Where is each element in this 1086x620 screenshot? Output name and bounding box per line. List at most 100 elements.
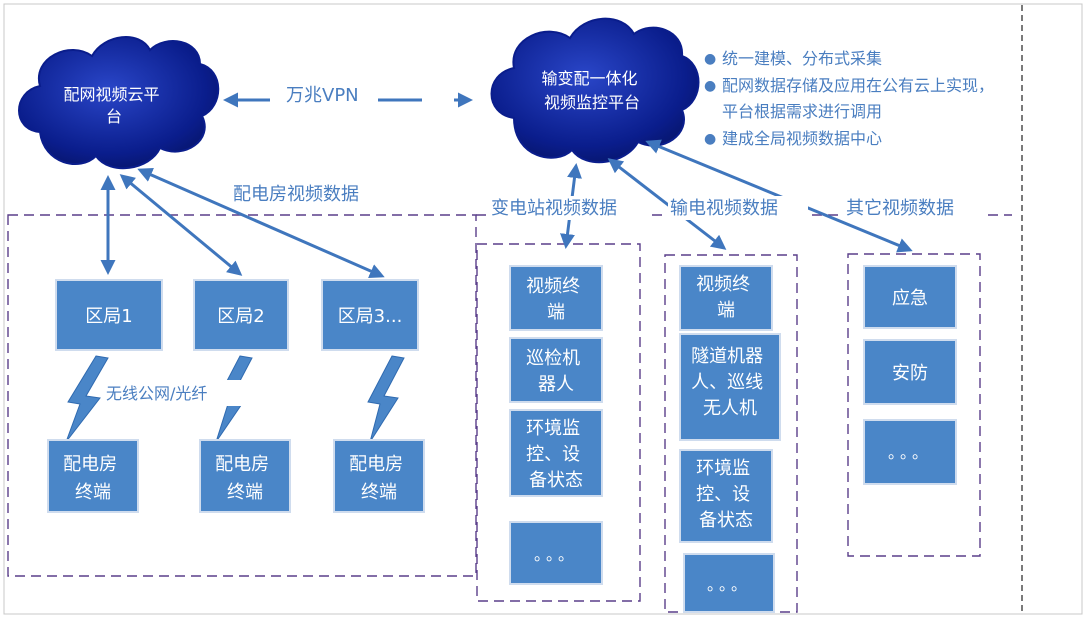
note-1-line-1: 统一建模、分布式采集 [722, 49, 882, 68]
arrow-cloud-district-3 [137, 167, 385, 279]
cloud-right-shape [490, 17, 700, 164]
transmission-box-3-rect [679, 449, 773, 543]
svg-text:配电房 终端: 配电房 终端 [215, 454, 275, 503]
svg-text:环境监 控、设 备状态: 环境监 控、设 备状态 [526, 418, 586, 491]
arrow-cloud-district-2 [119, 174, 243, 276]
transmission-box-2: 隧道机器 人、巡线 无人机 [679, 333, 781, 441]
other-group-border [847, 253, 981, 557]
svg-text:视频终 端: 视频终 端 [696, 274, 756, 321]
substation-box-1-line-2: 端 [547, 302, 565, 323]
svg-text:配电房 终端: 配电房 终端 [63, 454, 123, 503]
transmission-box-2-line-3: 无人机 [703, 398, 757, 419]
substation-box-1-line-1: 视频终 [526, 276, 580, 297]
terminal-1-line-2: 终端 [75, 482, 111, 503]
other-box-2-label: 安防 [892, 363, 928, 384]
district-1: 区局1 [55, 279, 163, 351]
other-box-1-rect [863, 265, 957, 329]
terminal-2-line-1: 配电房 [215, 454, 269, 475]
district-3-box [321, 279, 419, 351]
other-box-1-label: 应急 [892, 288, 928, 309]
substation-box-3-line-3: 备状态 [529, 470, 583, 491]
substation-box-3-line-2: 控、设 [526, 444, 580, 465]
cloud-left: 配网视频云平 台 [18, 36, 220, 170]
transmission-box-1-line-2: 端 [717, 300, 735, 321]
lightning-icon-1 [65, 355, 109, 443]
transmission-box-2-rect [679, 333, 781, 441]
transmission-box-1-rect [679, 265, 773, 331]
svg-text:巡检机 器人: 巡检机 器人 [526, 348, 586, 395]
cloud-right: 输变配一体化 视频监控平台 [490, 17, 700, 164]
other-box-3: 。。。 [863, 419, 957, 485]
transmission-box-3: 环境监 控、设 备状态 [679, 449, 773, 543]
transmission-group-border [664, 254, 798, 613]
substation-box-4-rect [509, 521, 603, 585]
cloud-right-line-1: 输变配一体化 [541, 69, 637, 88]
terminal-3-line-1: 配电房 [349, 454, 403, 475]
substation-box-4-ellipsis: 。。。 [534, 545, 578, 564]
substation-box-3-line-1: 环境监 [526, 418, 580, 439]
substation-box-2-line-1: 巡检机 [526, 348, 580, 369]
terminal-2-line-2: 终端 [227, 482, 263, 503]
substation-box-2-rect [509, 337, 603, 403]
bullet-3: ● [704, 131, 716, 147]
svg-text:视频终 端: 视频终 端 [526, 276, 586, 323]
transmission-box-3-line-2: 控、设 [696, 484, 750, 505]
svg-text:输变配一体化 视频监控平台: 输变配一体化 视频监控平台 [541, 69, 642, 112]
note-2-line-1: 配网数据存储及应用在公有云上实现， [722, 76, 994, 95]
terminal-1-box [47, 439, 139, 513]
substation-box-1: 视频终 端 [509, 265, 603, 331]
vpn-label: 万兆VPN [286, 85, 359, 106]
transmission-box-1-line-1: 视频终 [696, 274, 750, 295]
transmission-box-3-line-3: 备状态 [699, 510, 753, 531]
transmission-box-4-rect [683, 553, 775, 613]
transmission-box-2-line-2: 人、巡线 [691, 372, 763, 393]
substation-box-4: 。。。 [509, 521, 603, 585]
terminal-3-box [333, 439, 425, 513]
terminal-3: 配电房 终端 [333, 439, 425, 513]
outer-frame [3, 3, 1083, 615]
district-2-label: 区局2 [217, 306, 264, 327]
district-3-label: 区局3... [338, 306, 403, 327]
district-1-box [55, 279, 163, 351]
district-3: 区局3... [321, 279, 419, 351]
other-box-3-rect [863, 419, 957, 485]
wireless-label-bg [104, 380, 252, 406]
bullet-1: ● [704, 51, 716, 67]
other-box-2: 安防 [863, 339, 957, 405]
transmission-box-4: 。。。 [683, 553, 775, 613]
transmission-box-1: 视频终 端 [679, 265, 773, 331]
district-1-label: 区局1 [85, 306, 132, 327]
lightning-icon-3 [367, 355, 405, 443]
note-2-line-2: 平台根据需求进行调用 [722, 102, 882, 121]
transmission-box-4-ellipsis: 。。。 [707, 575, 751, 594]
transmission-box-2-line-1: 隧道机器 [691, 346, 763, 367]
terminal-2-box [199, 439, 291, 513]
cloud-left-line-2: 台 [106, 107, 122, 126]
bullet-2: ● [704, 78, 716, 94]
substation-box-3-rect [509, 409, 603, 497]
notes-list: ● 统一建模、分布式采集 ● 配网数据存储及应用在公有云上实现， 平台根据需求进… [704, 49, 994, 148]
terminal-3-line-2: 终端 [361, 482, 397, 503]
other-box-1: 应急 [863, 265, 957, 329]
substation-label-bg [490, 196, 650, 220]
substation-video-label: 变电站视频数据 [491, 198, 617, 219]
other-video-label: 其它视频数据 [846, 198, 954, 219]
substation-box-2-line-2: 器人 [538, 374, 574, 395]
wireless-label: 无线公网/光纤 [106, 384, 207, 403]
svg-text:配电房 终端: 配电房 终端 [349, 454, 409, 503]
substation-box-3: 环境监 控、设 备状态 [509, 409, 603, 497]
svg-text:配网视频云平 台: 配网视频云平 台 [63, 85, 164, 126]
transmission-box-3-line-1: 环境监 [696, 458, 750, 479]
cloud-left-shape [18, 36, 220, 170]
district-2-box [193, 279, 289, 351]
substation-group-border [476, 243, 641, 602]
svg-text:环境监 控、设 备状态: 环境监 控、设 备状态 [696, 458, 756, 531]
substation-box-1-rect [509, 265, 603, 331]
other-label-bg [844, 196, 984, 220]
transmission-video-label: 输电视频数据 [670, 198, 778, 219]
svg-text:隧道机器 人、巡线 无人机: 隧道机器 人、巡线 无人机 [691, 346, 769, 419]
substation-box-2: 巡检机 器人 [509, 337, 603, 403]
transmission-label-bg [668, 196, 808, 220]
